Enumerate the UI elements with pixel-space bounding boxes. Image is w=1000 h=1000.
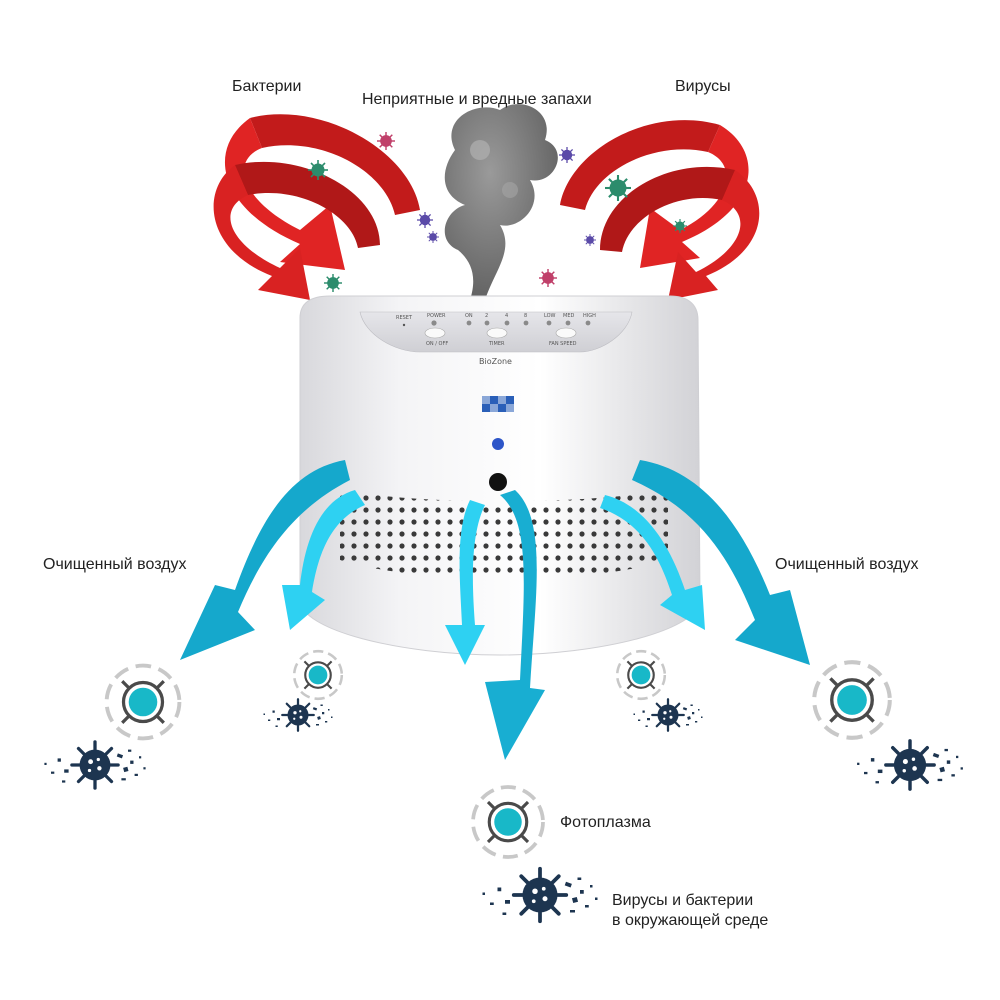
germ-icon bbox=[307, 159, 329, 181]
red-swirl-arrow-icon bbox=[640, 125, 749, 268]
red-swirl-arrows-left bbox=[213, 114, 420, 300]
clean-air-left-label: Очищенный воздух bbox=[43, 556, 187, 573]
bacteria-label: Бактерии bbox=[232, 78, 302, 95]
microbe-icon bbox=[632, 698, 704, 732]
photoplasma-icon bbox=[471, 785, 545, 859]
timer-led-1 bbox=[484, 320, 490, 326]
timer-label: TIMER bbox=[488, 341, 505, 347]
germ-icon bbox=[323, 273, 343, 293]
air-purifier: RESET POWER ON / OFF ON 2 4 8 TIMER LOW … bbox=[299, 295, 701, 656]
timer-2-label: 4 bbox=[505, 313, 508, 319]
germ-icon bbox=[376, 131, 396, 151]
timer-button[interactable] bbox=[486, 327, 508, 339]
germ-icon bbox=[416, 211, 434, 229]
red-swirl-arrow-icon bbox=[213, 165, 310, 300]
germ-icon bbox=[558, 146, 576, 164]
photoplasma-label: Фотоплазма bbox=[560, 814, 651, 831]
fan-led-high bbox=[585, 320, 591, 326]
air-vent-grille bbox=[340, 490, 668, 579]
fan-speed-button[interactable] bbox=[555, 327, 577, 339]
viruses-label: Вирусы bbox=[675, 78, 731, 95]
fan-speed-label: FAN SPEED bbox=[549, 341, 577, 347]
germ-icon bbox=[583, 233, 597, 247]
brand-label: BioZone bbox=[479, 357, 512, 366]
reset-button[interactable] bbox=[402, 323, 406, 327]
fan-led-low bbox=[546, 320, 552, 326]
cyan-arrow-icon bbox=[600, 495, 705, 630]
fan-led-med bbox=[565, 320, 571, 326]
microbes-label-line1: Вирусы и бактерии bbox=[612, 892, 754, 909]
cyan-arrow-icon bbox=[485, 490, 545, 760]
odors-label: Неприятные и вредные запахи bbox=[362, 91, 592, 108]
sensor-icon bbox=[489, 473, 507, 491]
cyan-arrow-icon bbox=[632, 460, 810, 665]
microbe-icon bbox=[262, 698, 334, 732]
timer-1-label: 2 bbox=[485, 313, 488, 319]
timer-led-on bbox=[466, 320, 472, 326]
red-swirl-arrow-icon bbox=[235, 161, 380, 248]
smoke-icon bbox=[444, 104, 558, 301]
med-label: MED bbox=[563, 313, 574, 319]
indicator-led bbox=[492, 438, 504, 450]
microbe-icon bbox=[855, 739, 965, 791]
timer-led-3 bbox=[523, 320, 529, 326]
brand-logo bbox=[482, 396, 514, 412]
red-swirl-arrows-right bbox=[560, 120, 760, 300]
cyan-arrow-icon bbox=[282, 490, 365, 630]
high-label: HIGH bbox=[583, 313, 596, 319]
on-off-label: ON / OFF bbox=[426, 341, 448, 347]
photoplasma-icon bbox=[292, 649, 344, 701]
low-label: LOW bbox=[544, 313, 556, 319]
microbes-label-line2: в окружающей среде bbox=[612, 912, 769, 929]
red-swirl-arrow-icon bbox=[668, 170, 760, 300]
photoplasma-icon bbox=[615, 649, 667, 701]
clean-air-right-label: Очищенный воздух bbox=[775, 556, 919, 573]
red-swirl-arrow-icon bbox=[224, 118, 345, 270]
cyan-arrow-icon bbox=[445, 500, 485, 665]
red-swirl-arrow-icon bbox=[600, 166, 735, 252]
power-led bbox=[431, 320, 437, 326]
clean-air-arrows bbox=[180, 460, 810, 760]
on-off-button[interactable] bbox=[424, 327, 446, 339]
timer-led-2 bbox=[504, 320, 510, 326]
photoplasma-icon bbox=[104, 663, 182, 741]
power-label: POWER bbox=[427, 313, 446, 319]
cyan-arrow-icon bbox=[180, 460, 350, 660]
timer-3-label: 8 bbox=[524, 313, 527, 319]
reset-label: RESET bbox=[396, 315, 413, 321]
red-swirl-arrow-icon bbox=[560, 120, 720, 210]
microbe-icon bbox=[42, 740, 148, 790]
red-swirl-arrow-icon bbox=[250, 114, 420, 215]
germ-icon bbox=[603, 173, 633, 203]
germ-icon bbox=[426, 230, 440, 244]
timer-on-label: ON bbox=[465, 313, 473, 319]
germ-icon bbox=[538, 268, 558, 288]
photoplasma-icon bbox=[814, 662, 890, 738]
microbe-icon bbox=[480, 866, 600, 924]
